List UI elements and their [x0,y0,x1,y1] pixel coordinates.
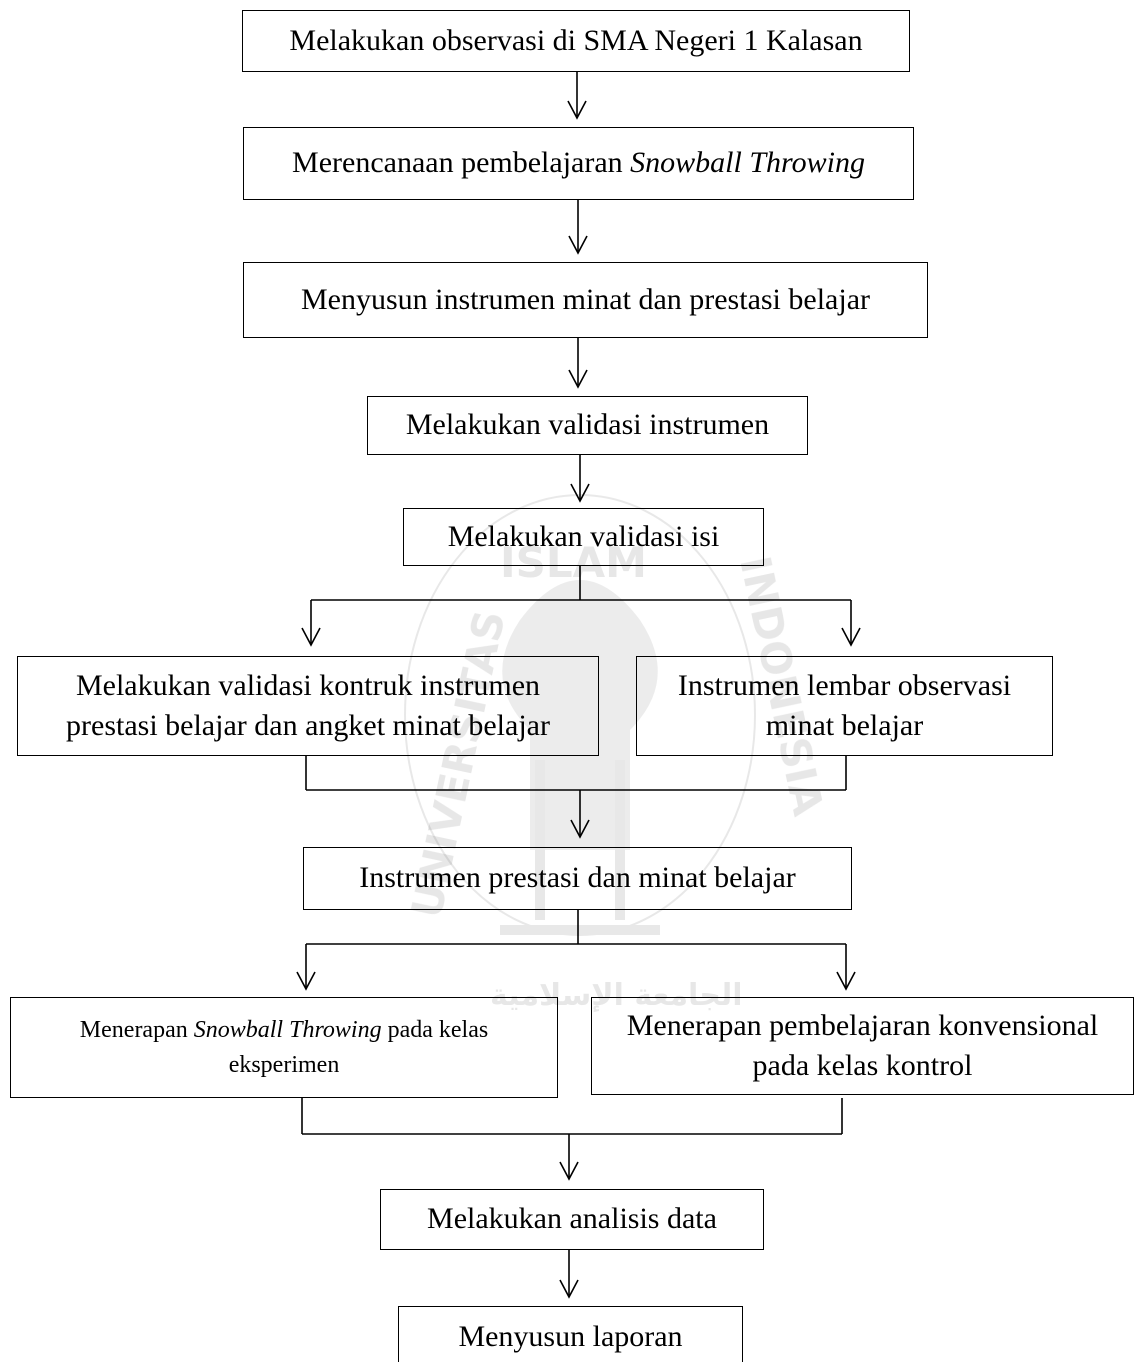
step-planning-text: Merencanaan pembelajaran Snowball Throwi… [292,146,865,180]
step-observation-text: Melakukan observasi di SMA Negeri 1 Kala… [289,23,863,57]
step-instrument-validation-box: Melakukan validasi instrumen [367,396,808,455]
step-final-instrument-box: Instrumen prestasi dan minat belajar [303,847,852,910]
watermark-bottom-script: ﺍﻟﺠﺎﻣﻌﺔ ﺍﻹﺳﻼﻣﻴﺔ [490,978,743,1013]
step-final-instrument-text: Instrumen prestasi dan minat belajar [359,861,796,895]
step-report-text: Menyusun laporan [458,1319,683,1353]
step-compose-instrument-text: Menyusun instrumen minat dan prestasi be… [300,282,871,316]
step-report-box: Menyusun laporan [398,1306,743,1362]
step-observation-box: Melakukan observasi di SMA Negeri 1 Kala… [242,10,910,72]
step-compose-instrument-box: Menyusun instrumen minat dan prestasi be… [243,262,928,338]
step-planning-box: Merencanaan pembelajaran Snowball Throwi… [243,127,914,200]
step-data-analysis-text: Melakukan analisis data [427,1202,717,1236]
step-construct-validation-box: Melakukan validasi kontruk instrumen pre… [17,656,599,756]
step-control-class-text: Menerapan pembelajaran konvensional pada… [626,1009,1099,1082]
step-observation-sheet-box: Instrumen lembar observasi minat belajar [636,656,1053,756]
step-experiment-class-box: Menerapan Snowball Throwing pada kelas e… [10,997,558,1098]
watermark-top-text: ISLAM [500,538,647,587]
step-instrument-validation-text: Melakukan validasi instrumen [405,408,770,442]
step-construct-validation-text: Melakukan validasi kontruk instrumen pre… [66,669,550,742]
step-data-analysis-box: Melakukan analisis data [380,1189,764,1250]
step-control-class-box: Menerapan pembelajaran konvensional pada… [591,997,1134,1095]
step-experiment-class-text: Menerapan Snowball Throwing pada kelas e… [79,1016,489,1078]
step-observation-sheet-text: Instrumen lembar observasi minat belajar [677,669,1012,742]
step-content-validation-text: Melakukan validasi isi [447,519,720,553]
step-content-validation-box: Melakukan validasi isi [403,508,764,566]
